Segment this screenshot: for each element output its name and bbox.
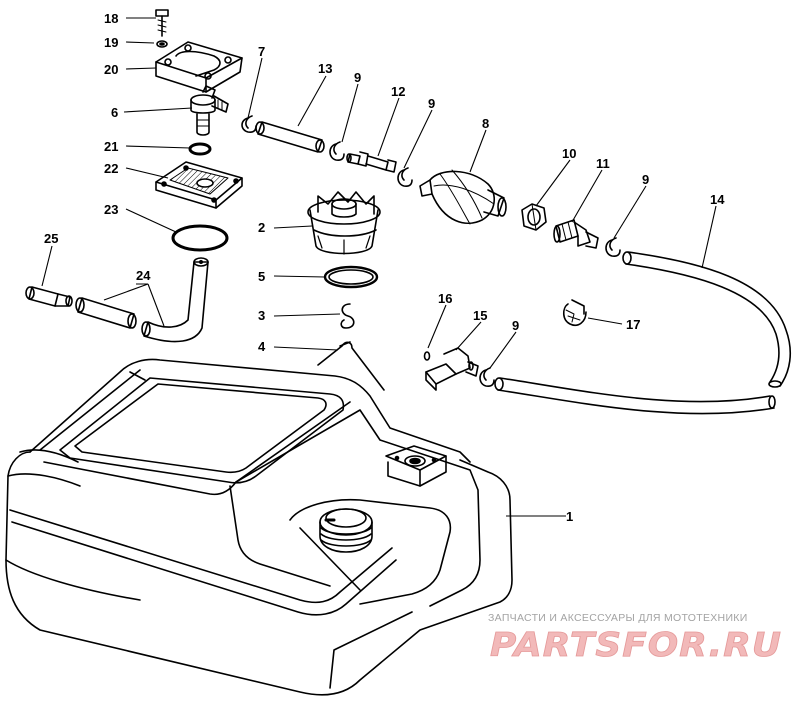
label-17: 17 <box>626 317 640 332</box>
hose-clip-17 <box>562 299 587 327</box>
label-20: 20 <box>104 62 118 77</box>
leader-lines <box>41 17 717 517</box>
label-19: 19 <box>104 35 118 50</box>
label-18: 18 <box>104 11 118 26</box>
primer-bulb-8 <box>419 169 507 225</box>
washer-19 <box>156 40 168 48</box>
label-14: 14 <box>710 192 725 207</box>
label-23: 23 <box>104 202 118 217</box>
hose-lower <box>494 377 776 415</box>
label-12: 12 <box>391 84 405 99</box>
watermark: ЗАПЧАСТИ И АКСЕССУАРЫ ДЛЯ МОТОТЕХНИКИ PA… <box>488 612 782 664</box>
label-25: 25 <box>44 231 58 246</box>
label-4: 4 <box>258 339 266 354</box>
clamp-9-d <box>479 367 495 387</box>
label-5: 5 <box>258 269 265 284</box>
label-6: 6 <box>111 105 118 120</box>
label-2: 2 <box>258 220 265 235</box>
label-8: 8 <box>482 116 489 131</box>
label-13: 13 <box>318 61 332 76</box>
watermark-brand: PARTSFOR.RU <box>490 625 782 664</box>
label-11: 11 <box>596 156 610 171</box>
label-9-b: 9 <box>428 96 435 111</box>
tank-mount-pad <box>385 445 447 487</box>
hose-24 <box>75 257 209 343</box>
label-3: 3 <box>258 308 265 323</box>
hose-14 <box>622 251 792 388</box>
label-9-a: 9 <box>354 70 361 85</box>
cover-plate-21 <box>155 41 243 93</box>
label-10: 10 <box>562 146 576 161</box>
tube-25 <box>25 286 73 307</box>
label-1: 1 <box>566 509 573 524</box>
retainer-4 <box>317 341 385 391</box>
fuel-tank <box>5 358 513 696</box>
clamp-7 <box>241 115 257 133</box>
label-16: 16 <box>438 291 452 306</box>
bolt-18 <box>155 9 169 37</box>
filler-neck <box>319 508 373 553</box>
label-21: 21 <box>104 139 118 154</box>
clip-3 <box>340 303 355 329</box>
watermark-tagline: ЗАПЧАСТИ И АКСЕССУАРЫ ДЛЯ МОТОТЕХНИКИ <box>488 612 748 624</box>
valve-12 <box>346 151 397 173</box>
connector-15 <box>425 347 479 391</box>
label-24: 24 <box>136 268 151 283</box>
clamp-9-c <box>605 237 621 257</box>
label-7: 7 <box>258 44 265 59</box>
fitting-6 <box>190 85 229 136</box>
part-number-labels: 1 2 3 4 5 6 7 8 9 9 9 9 10 11 12 13 14 1… <box>44 11 725 524</box>
seal-ring-23 <box>171 224 229 252</box>
o-ring-20 <box>188 142 212 156</box>
label-22: 22 <box>104 161 118 176</box>
o-ring-5 <box>323 265 379 289</box>
label-9-c: 9 <box>642 172 649 187</box>
label-9-d: 9 <box>512 318 519 333</box>
part-16 <box>423 351 431 361</box>
hose-13 <box>255 121 325 153</box>
nut-10 <box>521 203 547 231</box>
clamp-9-a <box>329 141 345 161</box>
filler-cap-2 <box>307 191 381 255</box>
connector-11 <box>553 219 599 249</box>
label-15: 15 <box>473 308 487 323</box>
gasket-22 <box>155 161 243 209</box>
clamp-9-b <box>397 167 413 187</box>
